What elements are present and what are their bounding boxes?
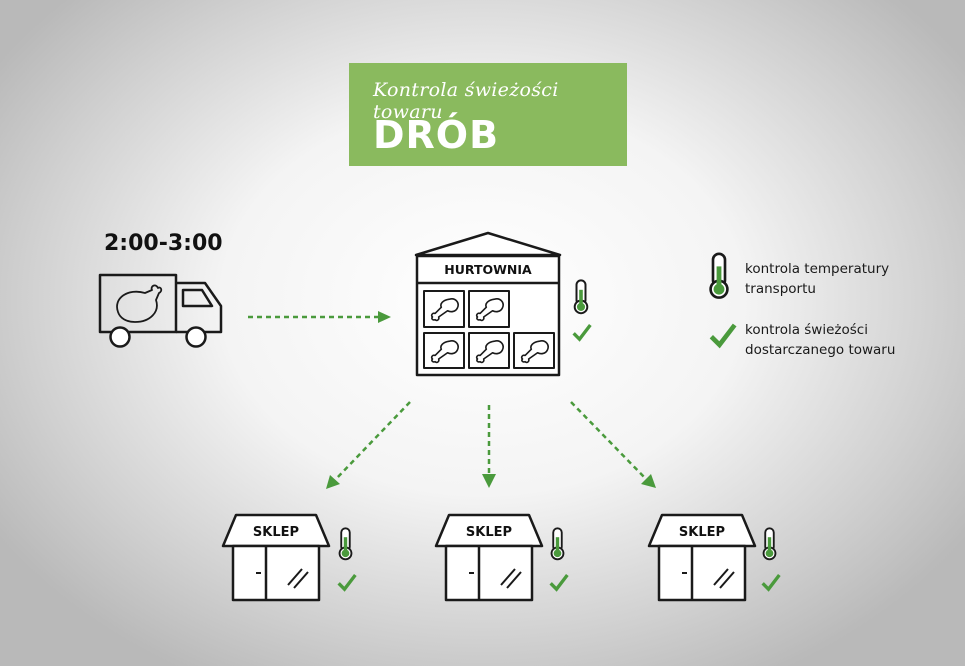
truck-icon: [98, 273, 223, 348]
delivery-time: 2:00-3:00: [104, 231, 223, 256]
legend-temperature-line2: transportu: [745, 281, 816, 297]
legend-temperature: kontrola temperatury transportu: [745, 259, 889, 299]
legend-freshness: kontrola świeżości dostarczanego towaru: [745, 320, 895, 360]
legend-freshness-line2: dostarczanego towaru: [745, 342, 896, 358]
shop-label: SKLEP: [253, 525, 299, 540]
legend-thermometer-icon: [709, 252, 729, 299]
arrow-warehouse-to-shop-left: [326, 401, 411, 489]
shop-label: SKLEP: [679, 525, 725, 540]
arrow-warehouse-to-shop-right: [570, 401, 656, 488]
thermometer-icon: [762, 527, 777, 561]
checkmark-icon: [572, 323, 592, 341]
thermometer-icon: [338, 527, 353, 561]
shop-icon: [434, 513, 544, 602]
arrow-warehouse-to-shop-center: [482, 405, 496, 488]
legend-temperature-line1: kontrola temperatury: [745, 261, 890, 277]
thermometer-icon: [573, 279, 589, 315]
shop-label: SKLEP: [466, 525, 512, 540]
thermometer-icon: [550, 527, 565, 561]
checkmark-icon: [549, 573, 569, 591]
arrow-truck-to-warehouse: [248, 311, 391, 323]
legend-freshness-line1: kontrola świeżości: [745, 322, 868, 338]
shop-icon: [221, 513, 331, 602]
warehouse-label: HURTOWNIA: [444, 262, 532, 277]
checkmark-icon: [761, 573, 781, 591]
title-banner: Kontrola świeżości towaru DRÓB: [349, 63, 627, 166]
main-title: DRÓB: [373, 113, 500, 157]
legend-checkmark-icon: [711, 325, 734, 345]
checkmark-icon: [337, 573, 357, 591]
subtitle: Kontrola świeżości towaru: [373, 79, 559, 123]
shop-icon: [647, 513, 757, 602]
